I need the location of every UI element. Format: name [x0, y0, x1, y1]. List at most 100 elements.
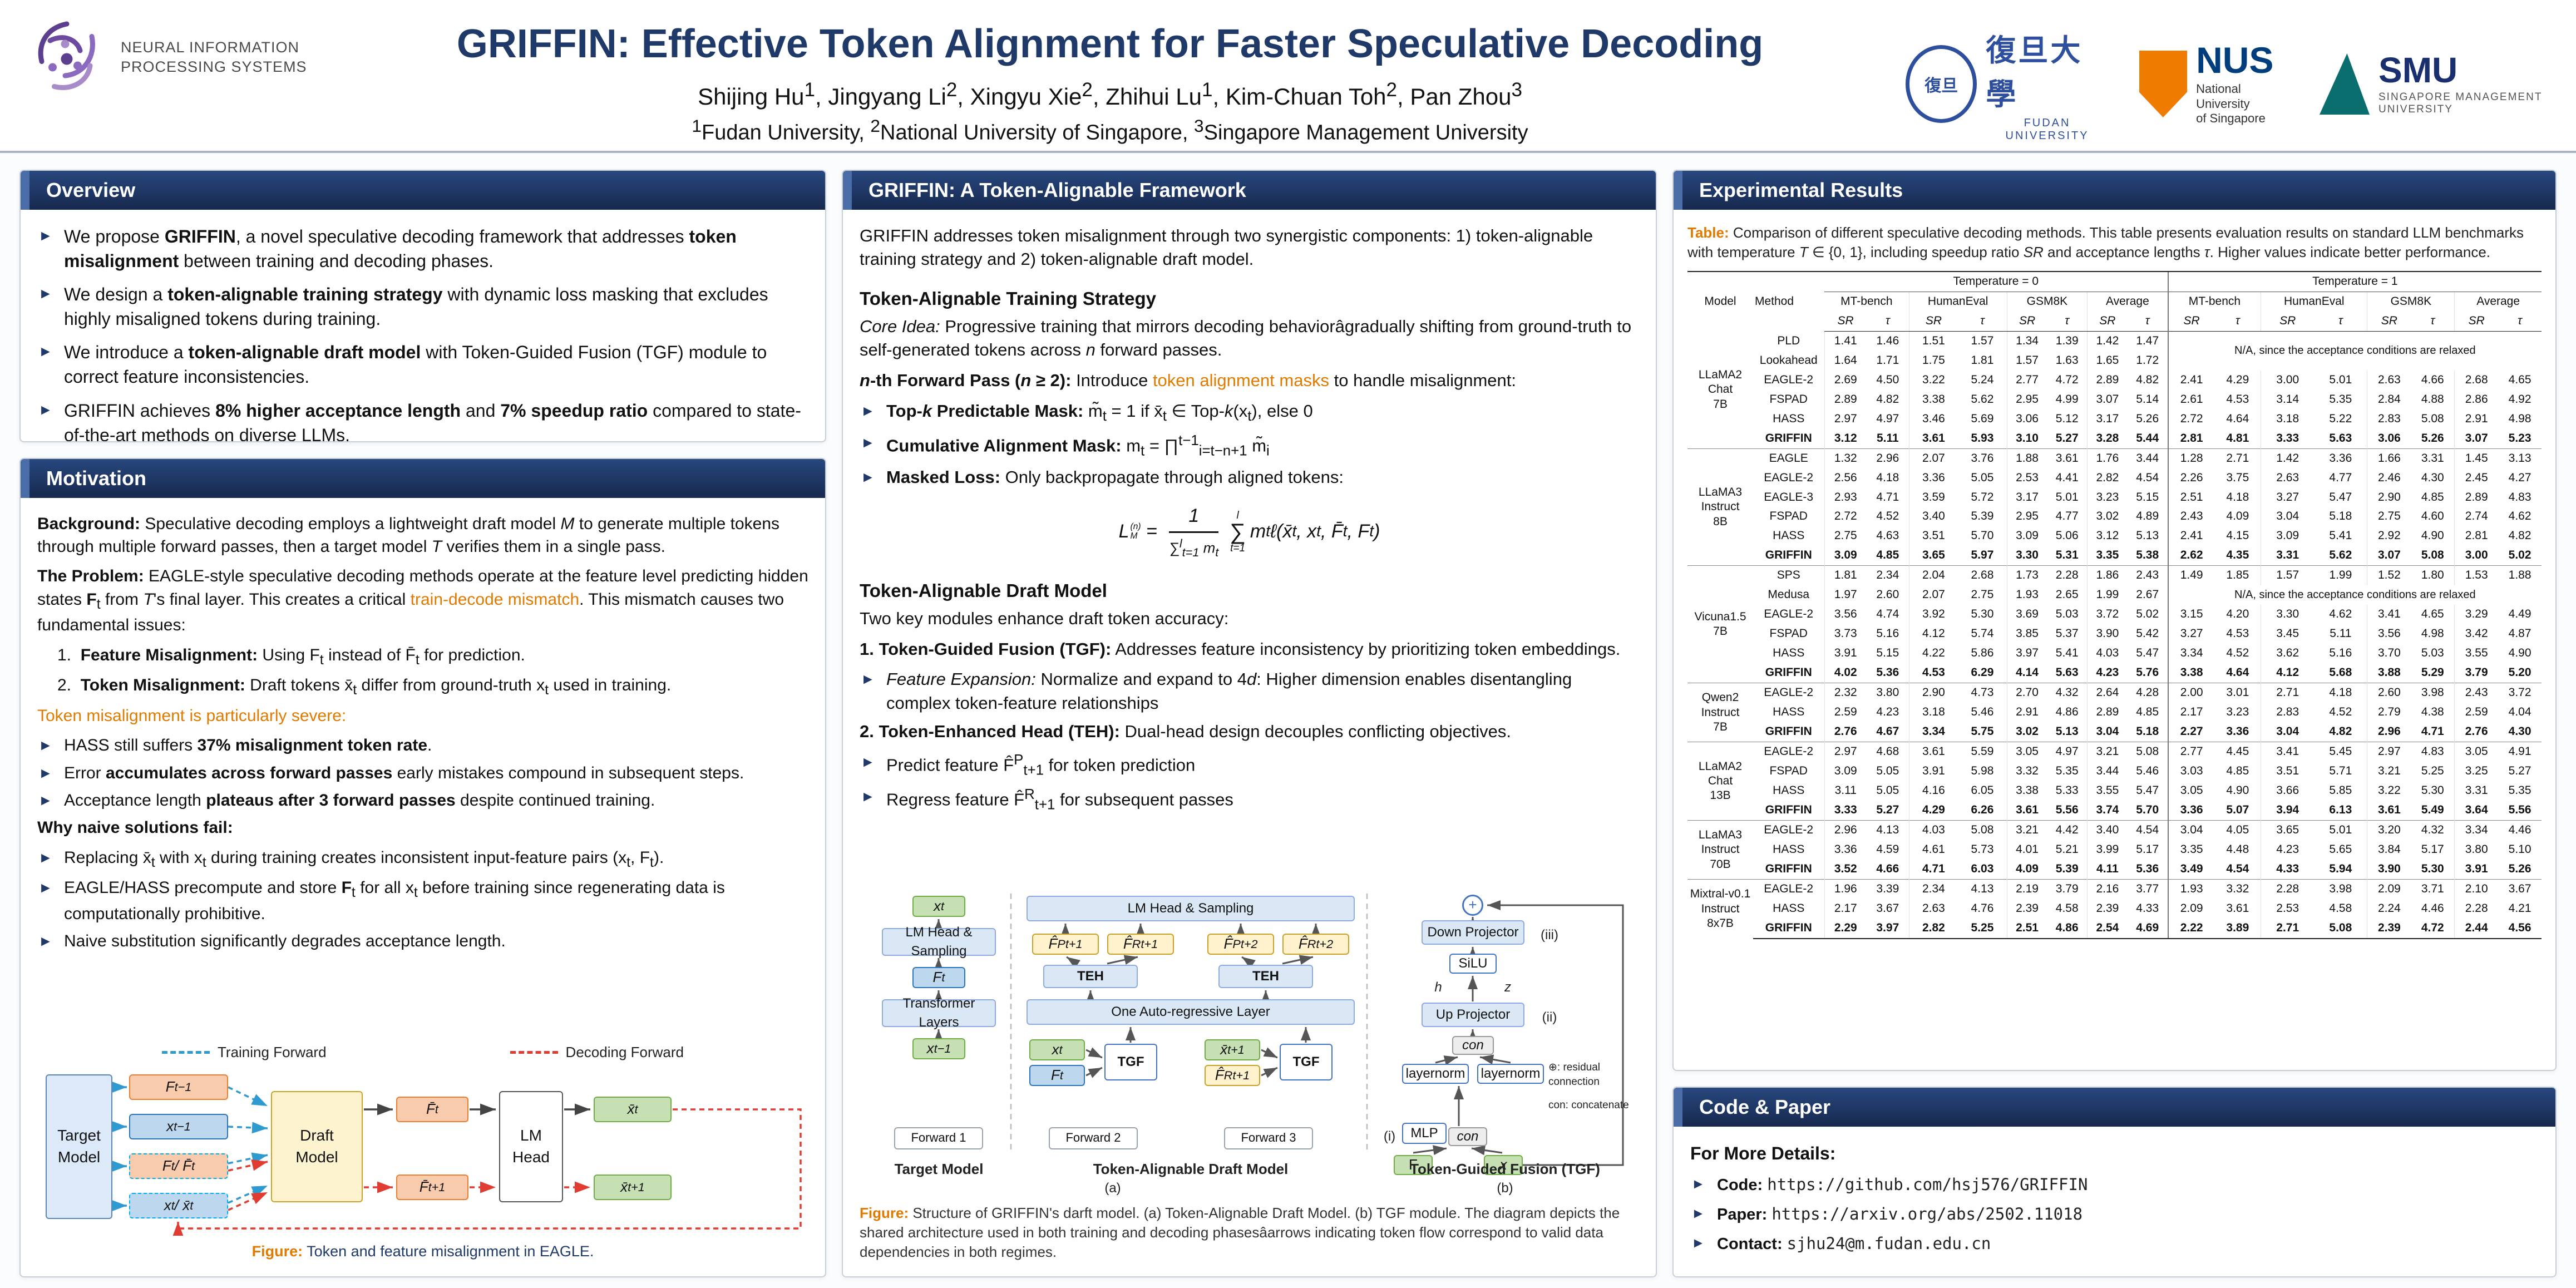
method-name: EAGLE-3 [1764, 490, 1814, 504]
code-paper-header: Code & Paper [1674, 1087, 2555, 1127]
metric-value: 5.47 [2329, 490, 2352, 504]
metric-value: 1.39 [2055, 334, 2079, 347]
metric-value: 5.97 [1971, 549, 1994, 562]
metric-value: 2.29 [1824, 918, 1867, 939]
metric-value: 3.09 [2006, 526, 2047, 546]
arch-caption-label: Figure: [860, 1204, 909, 1221]
method-column-header: Method [1753, 270, 1824, 332]
metric-value: 4.30 [2421, 471, 2444, 484]
metric-value: 2.46 [2367, 468, 2411, 488]
metric-value: 3.61 [2367, 801, 2411, 821]
metric-value: 3.77 [2127, 879, 2168, 899]
metric-value: 1.97 [1824, 585, 1867, 605]
metric-value: 2.22 [2167, 918, 2215, 939]
metric-value: 5.08 [2127, 742, 2168, 762]
metric-value: 2.75 [2367, 507, 2411, 527]
metric-value: 2.97 [1824, 409, 1867, 429]
benchmark-header: MT-bench [1840, 294, 1893, 308]
metric-value: 4.82 [2136, 373, 2159, 386]
metric-value: 2.89 [1824, 389, 1867, 409]
metric-value: 4.18 [2314, 683, 2367, 703]
metric-value: 2.19 [2006, 879, 2047, 899]
tgf-z-node: z [1504, 979, 1511, 995]
metric-value: 3.12 [2087, 526, 2128, 546]
neurips-logo-text: NEURAL INFORMATION PROCESSING SYSTEMS [121, 38, 307, 75]
eagle-target-model-box: Target Model [46, 1074, 112, 1219]
metric-value: 5.06 [2055, 529, 2079, 542]
metric-value: 5.03 [2421, 647, 2444, 660]
metric-value: 1.75 [1908, 351, 1958, 371]
metric-value: 3.62 [2261, 644, 2315, 664]
paper-url[interactable]: https://arxiv.org/abs/2502.11018 [1771, 1204, 2083, 1223]
metric-value: 4.04 [2508, 705, 2531, 719]
metric-value: 3.21 [2087, 742, 2128, 762]
method-name: GRIFFIN [1753, 918, 1824, 939]
metric-value: 1.88 [2006, 448, 2047, 468]
metric-value: 2.92 [2367, 526, 2411, 546]
metric-value: 2.68 [2454, 370, 2499, 390]
code-url[interactable]: https://github.com/hsj576/GRIFFIN [1767, 1175, 2088, 1194]
metric-value: 3.34 [1908, 722, 1958, 742]
metric-value: 5.98 [1971, 764, 1994, 778]
metric-value: 4.98 [2508, 412, 2531, 425]
tgf-ii-label: (ii) [1542, 1009, 1557, 1025]
metric-value: 2.39 [2087, 899, 2128, 919]
metric-value: 4.86 [2055, 705, 2079, 719]
benchmark-header: HumanEval [1908, 292, 2007, 312]
metric-value: 3.22 [2367, 781, 2411, 801]
metric-value: 2.83 [2261, 703, 2315, 723]
metric-value: 4.82 [1876, 392, 1899, 406]
middle-column: GRIFFIN: A Token-Alignable Framework GRI… [842, 169, 1657, 1277]
metric-value: 1.76 [2087, 448, 2128, 468]
metric-header: SR [2454, 311, 2499, 332]
metric-value: 5.17 [2136, 842, 2159, 856]
metric-value: 3.52 [1824, 859, 1867, 880]
metric-value: 3.21 [2006, 820, 2047, 840]
metric-value: 2.61 [2167, 389, 2215, 409]
metric-header: τ [1958, 311, 2007, 332]
bullet-item: Naive substitution significantly degrade… [37, 930, 808, 953]
metric-value: 2.64 [2087, 683, 2128, 703]
model-name: LLaMA3 Instruct 8B [1687, 448, 1753, 566]
method-name: PLD [1777, 334, 1800, 347]
bullet-item: Feature Expansion: Normalize and expand … [860, 668, 1639, 715]
metric-value: 5.65 [2329, 842, 2352, 856]
code-link-item: Code: https://github.com/hsj576/GRIFFIN [1690, 1173, 2539, 1196]
metric-value: 2.09 [2367, 879, 2411, 899]
metric-value: 3.79 [2454, 663, 2499, 683]
metric-value: 3.17 [2087, 409, 2128, 429]
metric-value: 2.45 [2454, 468, 2499, 488]
metric-value: 4.97 [1876, 412, 1899, 425]
metric-value: 2.07 [1908, 585, 1958, 605]
metric-value: 4.49 [2508, 608, 2531, 621]
metric-value: 3.07 [2087, 389, 2128, 409]
method-name: GRIFFIN [1765, 431, 1812, 445]
metric-value: 3.00 [2261, 370, 2315, 390]
eagle-figure-legend: Training Forward Decoding Forward [37, 1043, 808, 1063]
metric-value: 2.74 [2454, 507, 2499, 527]
metric-header: SR [2087, 311, 2128, 332]
metric-value: 5.15 [1876, 647, 1899, 660]
forward-3-label: Forward 3 [1224, 1127, 1313, 1149]
eagle-caption-text: Token and feature misalignment in EAGLE. [307, 1242, 594, 1260]
metric-value: 3.38 [2167, 663, 2215, 683]
metric-value: 5.15 [2136, 490, 2159, 504]
metric-value: 5.20 [2508, 666, 2531, 679]
arch-teh-box-2: TEH [1218, 964, 1313, 988]
metric-value: 2.65 [2055, 588, 2079, 601]
poster-header: NEURAL INFORMATION PROCESSING SYSTEMS GR… [0, 0, 2576, 153]
metric-value: 5.16 [2329, 647, 2352, 660]
method-name: FSPAD [1769, 764, 1808, 778]
arch-target-lm-head: LM Head & Sampling [882, 925, 996, 959]
metric-value: 3.91 [2454, 859, 2499, 880]
contact-email[interactable]: sjhu24@m.fudan.edu.cn [1787, 1233, 1991, 1253]
header-center: GRIFFIN: Effective Token Alignment for F… [314, 16, 1906, 145]
metric-value: 4.29 [1908, 801, 1958, 821]
metric-value: 5.35 [2329, 392, 2352, 406]
